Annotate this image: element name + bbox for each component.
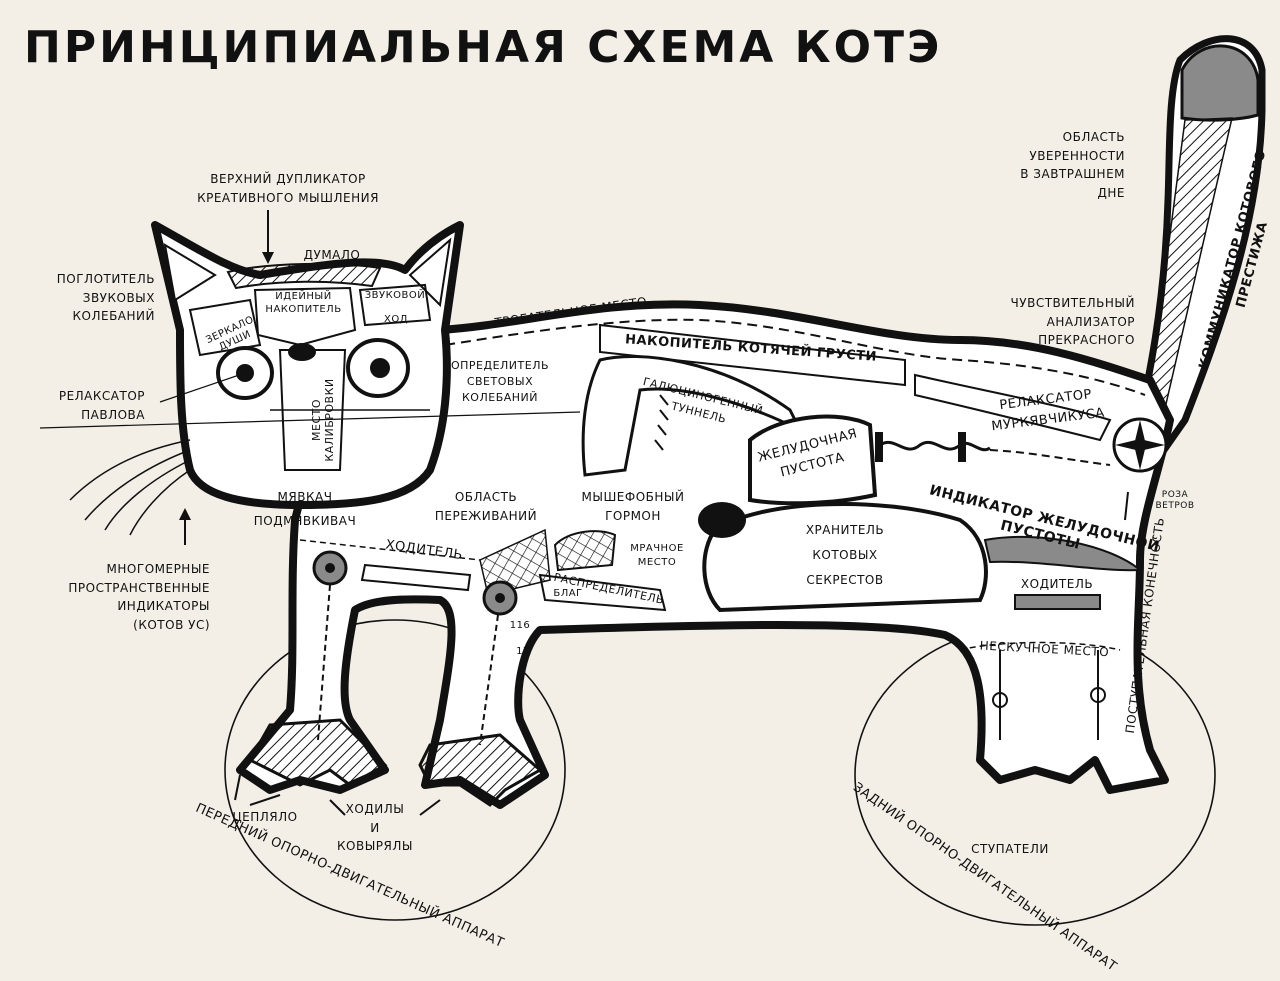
label-calibration: МЕСТО КАЛИБРОВКИ	[310, 378, 337, 462]
label-wind-rose: РОЗА ВЕТРОВ	[1155, 490, 1195, 512]
dumalo-zone	[226, 262, 382, 290]
label-goods-distributor-2: БЛАГ	[553, 588, 583, 599]
mouse-hormone-organ	[698, 502, 746, 538]
label-mark-1: 116	[509, 620, 531, 631]
label-sound-absorber: ПОГЛОТИТЕЛЬ ЗВУКОВЫХ КОЛЕБАНИЙ	[56, 272, 155, 324]
label-light-detector: ОПРЕДЕЛИТЕЛЬ СВЕТОВЫХ КОЛЕБАНИЙ	[450, 359, 550, 404]
label-dumalo: ДУМАЛО	[303, 248, 361, 262]
label-grabber: ЦЕПЛЯЛО	[232, 810, 298, 824]
label-secrets-keeper: ХРАНИТЕЛЬ КОТОВЫХ СЕКРЕСТОВ	[805, 523, 885, 588]
label-mouse-hormone: МЫШЕФОБНЫЙ ГОРМОН	[581, 490, 685, 523]
front-right-paw	[418, 733, 543, 807]
label-steppers: СТУПАТЕЛИ	[971, 842, 1049, 856]
label-sound-move-2: ХОД	[383, 314, 409, 325]
tunnel	[581, 355, 804, 477]
label-upper-duplicator: ВЕРХНИЙ ДУПЛИКАТОР КРЕАТИВНОГО МЫШЛЕНИЯ	[197, 172, 379, 205]
whiskers	[69, 439, 191, 536]
spine-line	[444, 318, 1146, 396]
label-beauty-analyzer: ЧУВСТВИТЕЛЬНЫЙ АНАЛИЗАТОР ПРЕКРАСНОГО	[1010, 296, 1135, 348]
label-pavlov-relaxer: РЕЛАКСАТОР ПАВЛОВА	[58, 389, 145, 422]
label-idea-storage: ИДЕЙНЫЙ НАКОПИТЕЛЬ	[265, 291, 342, 315]
spring	[879, 441, 991, 452]
front-support-circle	[224, 619, 566, 921]
label-indicators: МНОГОМЕРНЫЕ ПРОСТРАНСТВЕННЫЕ ИНДИКАТОРЫ …	[68, 562, 210, 632]
label-walkers-diggers: ХОДИЛЫ И КОВЫРЯЛЫ	[337, 802, 413, 854]
label-mark-2: 17	[516, 646, 530, 657]
secrets-organ	[702, 502, 988, 613]
label-sound-move: ЗВУКОВОЙ	[364, 290, 426, 301]
label-experience-area: ОБЛАСТЬ ПЕРЕЖИВАНИЙ	[434, 490, 538, 523]
label-submeow: ПОДМЯВКИВАЧ	[253, 514, 357, 528]
label-dark-place: МРАЧНОЕ МЕСТО	[630, 543, 684, 568]
tail-tip	[1180, 44, 1260, 122]
page-title: ПРИНЦИПИАЛЬНАЯ СХЕМА КОТЭ	[24, 22, 943, 73]
label-tail-confidence: ОБЛАСТЬ УВЕРЕННОСТИ В ЗАВТРАШНЕМ ДНЕ	[1020, 130, 1125, 200]
label-walker-back: ХОДИТЕЛЬ	[1020, 577, 1094, 591]
front-left-paw	[247, 718, 388, 787]
stomach	[748, 414, 878, 506]
label-meow: МЯВКАЧ	[277, 490, 333, 504]
